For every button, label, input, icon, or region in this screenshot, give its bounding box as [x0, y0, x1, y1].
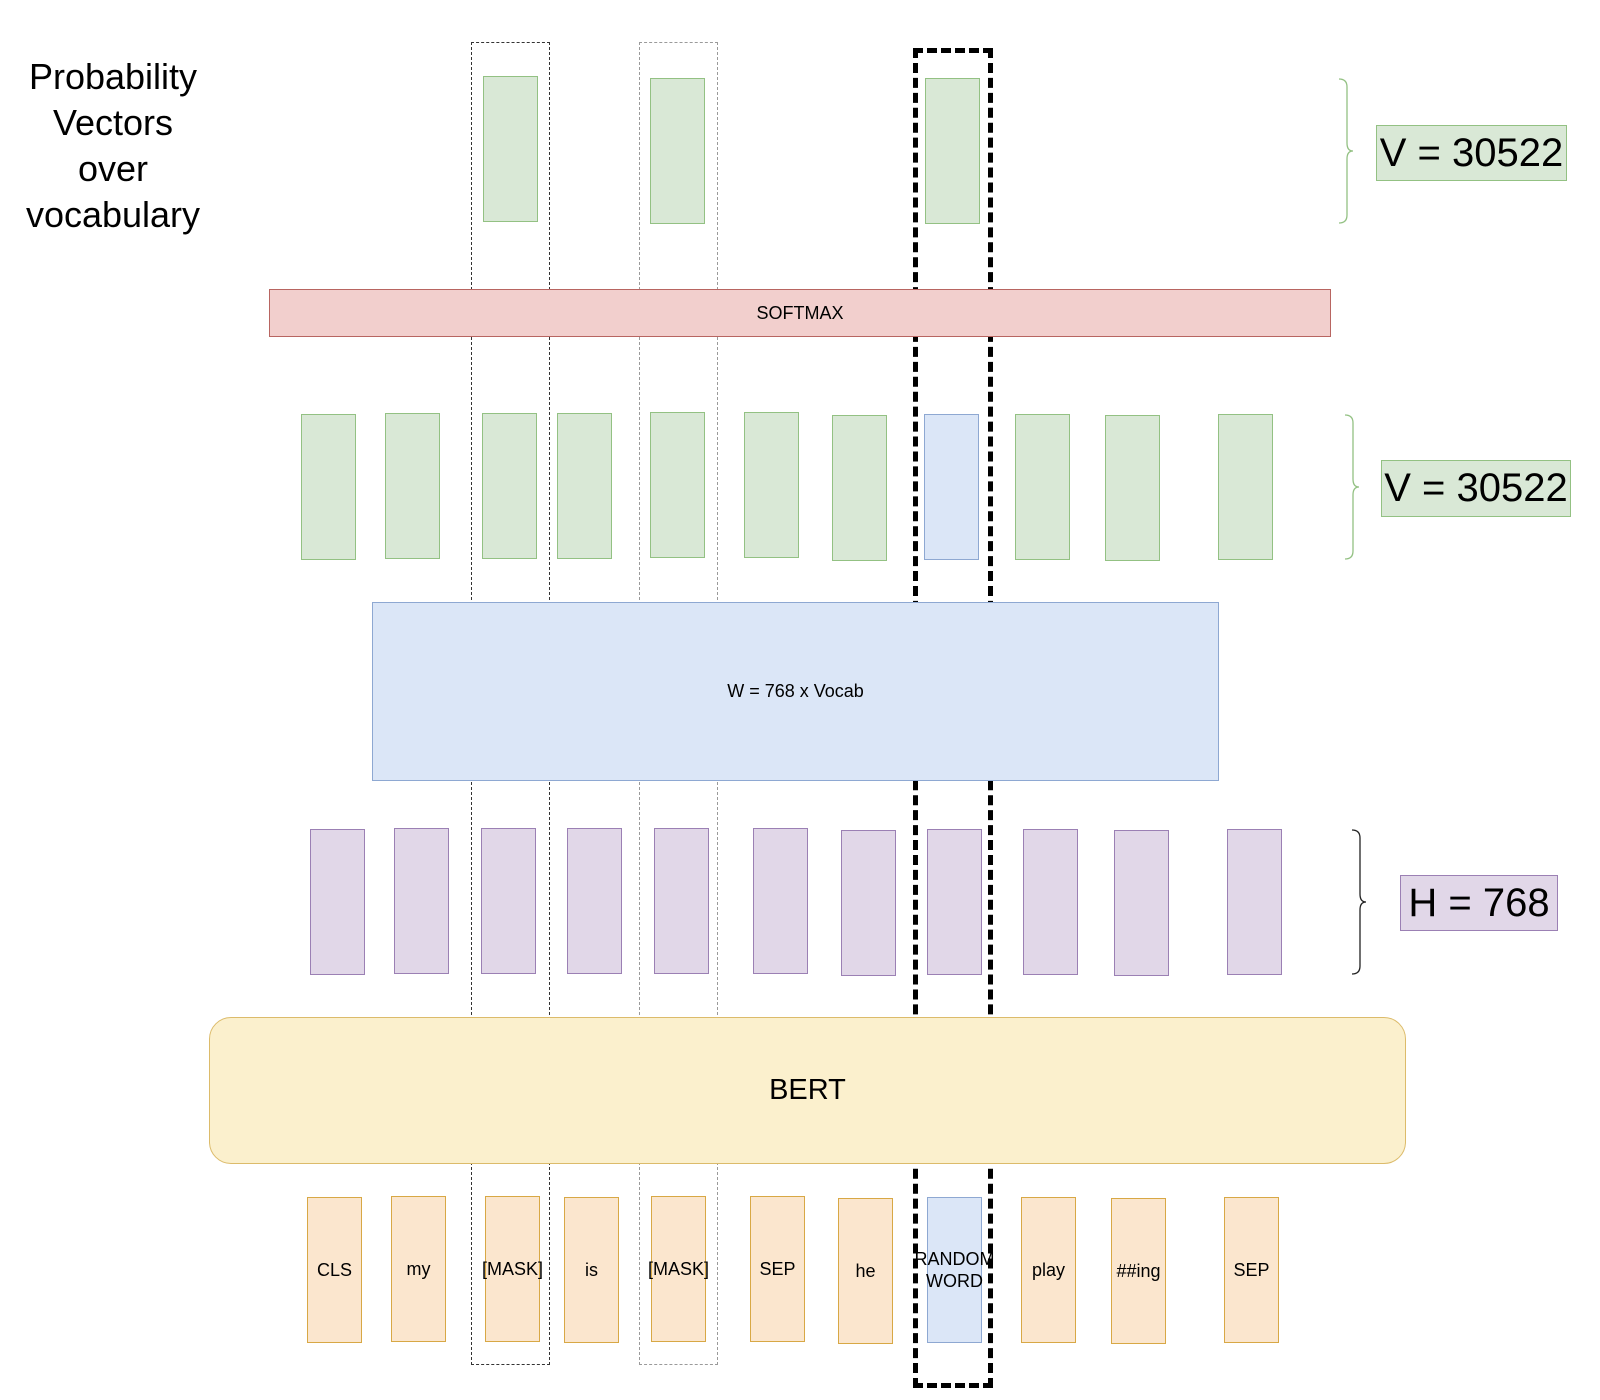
logit-vector	[832, 415, 887, 561]
logit-vector	[385, 413, 440, 559]
probability-vector	[483, 76, 538, 222]
hidden-vector	[1023, 829, 1078, 975]
token-input-masked: [MASK]	[482, 1196, 543, 1342]
token-input-random: RANDOM WORD	[915, 1197, 995, 1343]
hidden-vector	[567, 828, 622, 974]
logit-vector	[1015, 414, 1070, 560]
brace-icon	[1338, 78, 1354, 224]
hidden-size-text: H = 768	[1408, 880, 1550, 925]
softmax-layer: SOFTMAX	[269, 289, 1331, 337]
token-input: my	[391, 1196, 446, 1342]
token-input: CLS	[307, 1197, 362, 1343]
hidden-vector	[841, 830, 896, 976]
softmax-label: SOFTMAX	[756, 302, 844, 323]
title-line: over	[77, 148, 149, 189]
token-input: SEP	[1224, 1197, 1279, 1343]
logit-vector	[1218, 414, 1273, 560]
hidden-vector	[394, 828, 449, 974]
probability-vector	[650, 78, 705, 224]
bert-encoder: BERT	[209, 1017, 1406, 1164]
token-input: he	[838, 1198, 893, 1344]
vocab-size-label: V = 30522	[1381, 460, 1571, 517]
vocab-size-text: V = 30522	[1379, 130, 1564, 175]
vocab-size-label: V = 30522	[1376, 125, 1567, 181]
token-input: play	[1021, 1197, 1076, 1343]
hidden-vector	[481, 828, 536, 974]
hidden-vector	[310, 829, 365, 975]
logit-vector	[650, 412, 705, 558]
brace-icon	[1344, 414, 1360, 560]
hidden-vector	[1227, 829, 1282, 975]
brace-icon	[1351, 829, 1367, 975]
hidden-vector	[927, 829, 982, 975]
token-input-masked: [MASK]	[648, 1196, 709, 1342]
token-input: ##ing	[1111, 1198, 1166, 1344]
logit-vector	[744, 412, 799, 558]
hidden-vector	[1114, 830, 1169, 976]
title-line: vocabulary	[25, 194, 201, 235]
logit-vector-random	[924, 414, 979, 560]
hidden-vector	[654, 828, 709, 974]
hidden-size-label: H = 768	[1400, 875, 1558, 931]
logit-vector	[557, 413, 612, 559]
token-input: is	[564, 1197, 619, 1343]
token-input: SEP	[750, 1196, 805, 1342]
logit-vector	[301, 414, 356, 560]
bert-label: BERT	[769, 1074, 846, 1106]
diagram-title: Probability Vectors over vocabulary	[0, 54, 226, 238]
title-line: Vectors	[52, 102, 174, 143]
probability-vector	[925, 78, 980, 224]
projection-label: W = 768 x Vocab	[727, 681, 864, 701]
projection-matrix: W = 768 x Vocab	[372, 602, 1219, 781]
logit-vector	[1105, 415, 1160, 561]
title-line: Probability	[28, 56, 198, 97]
hidden-vector	[753, 828, 808, 974]
logit-vector	[482, 413, 537, 559]
vocab-size-text: V = 30522	[1384, 466, 1568, 510]
